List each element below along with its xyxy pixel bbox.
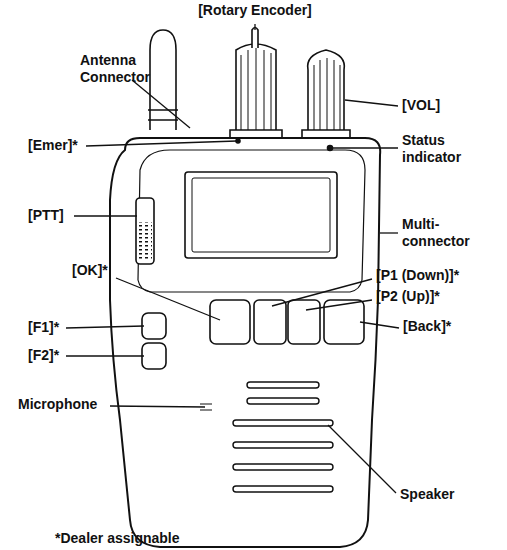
part-label: Status indicator [402,132,482,166]
speaker-slot [233,486,333,492]
part-label: [VOL] [402,97,440,114]
part-label: [F2]* [28,347,59,364]
speaker-slot [247,382,319,388]
footnote: *Dealer assignable [55,530,180,547]
part-label: Microphone [18,396,97,413]
speaker-slot [233,464,333,470]
part-label: Antenna Connector [80,52,160,86]
speaker-slot [233,420,333,426]
part-label: [Rotary Encoder] [198,2,312,19]
part-label: Multi- connector [402,216,482,250]
part-label: [P1 (Down)]* [376,267,459,284]
part-label: [F1]* [28,319,59,336]
part-label: [Back]* [403,318,451,335]
part-label: [Emer]* [28,137,78,154]
part-label: [P2 (Up)]* [376,288,440,305]
part-label: [PTT] [28,207,64,224]
speaker-slot [233,442,333,448]
part-label: Speaker [400,486,454,503]
speaker-slot [247,398,319,404]
part-label: [OK]* [72,262,108,279]
